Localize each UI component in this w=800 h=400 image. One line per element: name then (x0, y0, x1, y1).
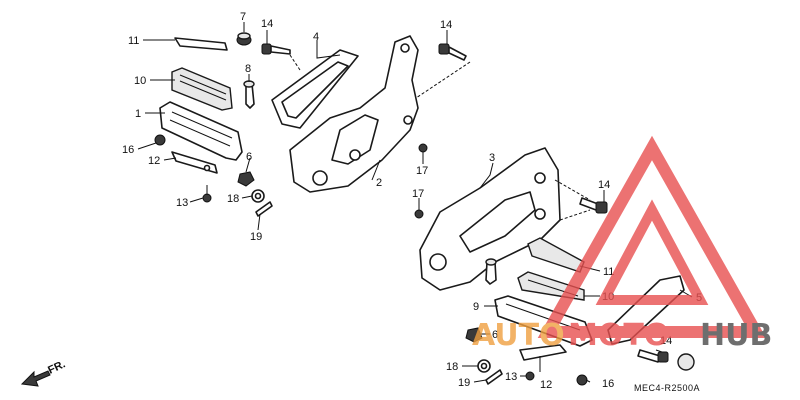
callout-14-upper-b: 14 (440, 19, 452, 31)
part-washer-18-upper (251, 189, 265, 203)
callout-14-upper-a: 14 (261, 18, 273, 30)
part-bolt-upper-a (261, 43, 291, 55)
watermark-moto: MOTO (568, 318, 669, 353)
callout-13-upper: 13 (176, 197, 188, 209)
part-step-rubber-upper (171, 67, 233, 111)
part-plate-lower (519, 344, 567, 361)
part-screw-16-lower (576, 374, 588, 386)
part-plate-upper (171, 151, 218, 174)
watermark-logo: AUTO MOTO HUB (472, 135, 772, 353)
leader-lines (137, 22, 693, 383)
callout-18-lower: 18 (446, 361, 458, 373)
callout-11-lower: 11 (603, 266, 614, 278)
callout-6-lower: 6 (492, 329, 498, 341)
callout-13-lower: 13 (505, 371, 517, 383)
part-nut-6-upper (237, 171, 255, 187)
part-step-cover-lower (527, 237, 585, 273)
diagram-code: MEC4-R2500A (634, 383, 700, 393)
callout-16-lower: 16 (602, 378, 614, 390)
part-step-cover-upper (174, 37, 228, 51)
callout-3: 3 (489, 152, 495, 164)
part-bolt-upper-b (438, 43, 467, 61)
part-step-holder-left (289, 35, 419, 193)
part-step-left (159, 101, 243, 161)
callout-18-upper: 18 (227, 193, 239, 205)
callout-19-upper: 19 (250, 231, 262, 243)
part-cap-upper (236, 32, 252, 46)
part-bolt-right (579, 197, 608, 214)
watermark-auto: AUTO (472, 318, 565, 353)
part-bolt-lower-right (637, 349, 669, 363)
part-heel-guard-frame (271, 49, 359, 129)
watermark-triangle-icon (537, 135, 767, 338)
part-washer-18-lower (477, 359, 491, 373)
part-pin-upper (243, 80, 255, 109)
front-direction-label: FR. (46, 358, 67, 376)
part-step-holder-right (419, 147, 561, 291)
callout-7-upper: 7 (240, 11, 246, 23)
callout-16-upper: 16 (122, 144, 134, 156)
callout-1: 1 (135, 108, 141, 120)
callout-14-right: 14 (598, 179, 610, 191)
callout-12-lower: 12 (540, 379, 552, 391)
part-cap-lower (677, 353, 695, 371)
part-screw-17-upper (418, 143, 428, 153)
part-screw-16-upper (154, 134, 166, 146)
callout-11-upper: 11 (128, 35, 139, 47)
callout-4: 4 (313, 31, 319, 43)
callout-12-upper: 12 (148, 155, 160, 167)
callout-17-upper: 17 (416, 165, 428, 177)
callout-10-upper: 10 (134, 75, 146, 87)
part-bolt-13-lower (525, 371, 535, 381)
part-bolt-13-upper (202, 185, 212, 203)
part-nut-6-lower (465, 327, 483, 343)
callout-8-upper: 8 (245, 63, 251, 75)
part-pin-lower (485, 258, 497, 285)
part-cotter-19-lower (485, 369, 503, 385)
callout-2: 2 (376, 177, 382, 189)
callout-9: 9 (473, 301, 479, 313)
callout-17-lower: 17 (412, 188, 424, 200)
front-direction-indicator: FR. (20, 358, 67, 387)
part-cotter-19-upper (255, 201, 273, 217)
callout-6-upper: 6 (246, 151, 252, 163)
front-arrow-icon (20, 370, 51, 387)
watermark-hub: HUB (700, 318, 772, 353)
part-screw-17-lower (414, 209, 424, 219)
callout-19-lower: 19 (458, 377, 470, 389)
